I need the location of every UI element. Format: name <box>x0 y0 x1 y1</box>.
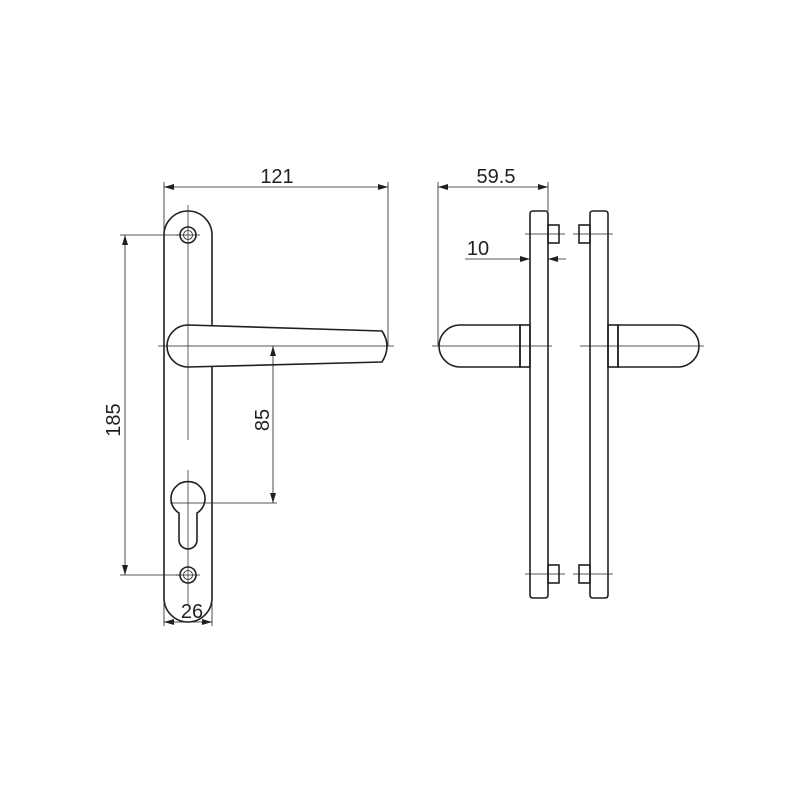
centerlines-front <box>158 205 394 605</box>
lever-handle <box>166 324 388 368</box>
dimension-26: 26 <box>163 598 213 626</box>
euro-cylinder-keyhole <box>170 480 206 550</box>
dimension-label-26: 26 <box>181 601 203 623</box>
dimension-label-185: 185 <box>103 403 125 436</box>
dimension-label-59-5: 59.5 <box>477 166 516 188</box>
side-view: 59.5 10 <box>432 166 704 599</box>
outer-plate-side <box>529 210 549 599</box>
centerlines-side <box>432 233 704 575</box>
front-view: 121 185 85 26 <box>103 166 394 626</box>
dimension-label-121: 121 <box>260 166 293 188</box>
dimension-59-5: 59.5 <box>437 166 549 346</box>
dimension-185: 185 <box>103 234 180 576</box>
dimension-85: 85 <box>170 346 277 504</box>
dimension-121: 121 <box>163 166 389 346</box>
dimension-10: 10 <box>465 238 566 262</box>
dimension-label-85: 85 <box>252 409 274 431</box>
dimension-label-10: 10 <box>467 238 489 260</box>
inner-plate-side <box>589 210 609 599</box>
